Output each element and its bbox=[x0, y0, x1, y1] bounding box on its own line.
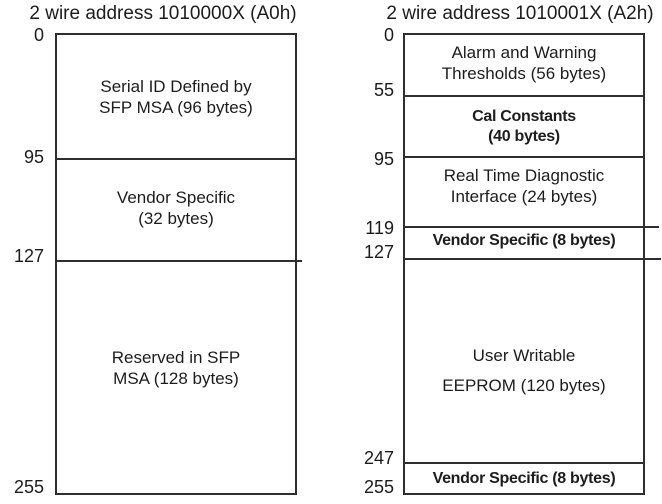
right-addr-label-255: 255 bbox=[363, 477, 394, 497]
right-addr-label-127: 127 bbox=[363, 242, 394, 262]
right-segment-user-writable-eeprom-label: User Writable EEPROM (120 bytes) bbox=[442, 346, 606, 395]
right-divider-line-247 bbox=[404, 462, 644, 464]
right-addr-label-119: 119 bbox=[365, 218, 394, 238]
left-segment-serial-id: Serial ID Defined by SFP MSA (96 bytes) bbox=[57, 35, 295, 158]
right-divider-line-55 bbox=[404, 95, 644, 97]
right-segment-cal-constants: Cal Constants (40 bytes) bbox=[405, 97, 643, 156]
right-segment-real-time-diagnostic: Real Time Diagnostic Interface (24 bytes… bbox=[405, 158, 643, 226]
right-addr-label-95: 95 bbox=[373, 149, 394, 169]
left-segment-reserved-label: Reserved in SFP MSA (128 bytes) bbox=[111, 347, 241, 388]
left-segment-serial-id-label: Serial ID Defined by SFP MSA (96 bytes) bbox=[99, 76, 253, 117]
right-divider-line-119 bbox=[404, 226, 659, 228]
right-divider-line-127 bbox=[404, 258, 661, 260]
right-segment-alarm-warning-thresholds-label: Alarm and Warning Thresholds (56 bytes) bbox=[441, 43, 607, 83]
left-segment-vendor-specific-label: Vendor Specific (32 bytes) bbox=[116, 187, 236, 228]
right-segment-vendor-specific-lower-label: Vendor Specific (8 bytes) bbox=[432, 469, 616, 487]
right-segment-user-writable-eeprom: User Writable EEPROM (120 bytes) bbox=[405, 260, 643, 462]
left-segment-vendor-specific: Vendor Specific (32 bytes) bbox=[57, 160, 295, 260]
left-divider-line-127 bbox=[56, 260, 302, 262]
right-segment-alarm-warning-thresholds: Alarm and Warning Thresholds (56 bytes) bbox=[405, 35, 643, 95]
left-divider-line-95 bbox=[56, 158, 296, 160]
right-addr-label-247: 247 bbox=[363, 448, 394, 468]
left-segment-reserved: Reserved in SFP MSA (128 bytes) bbox=[57, 262, 295, 493]
left-addr-label-95: 95 bbox=[23, 147, 44, 167]
left-memory-map-box bbox=[55, 33, 297, 495]
right-addr-label-55: 55 bbox=[373, 80, 394, 100]
right-segment-real-time-diagnostic-label: Real Time Diagnostic Interface (24 bytes… bbox=[443, 166, 605, 206]
right-diagram-title: 2 wire address 1010001X (A2h) bbox=[386, 3, 654, 24]
left-addr-label-0: 0 bbox=[33, 25, 44, 45]
right-segment-vendor-specific-lower: Vendor Specific (8 bytes) bbox=[405, 464, 643, 493]
right-segment-vendor-specific-upper-label: Vendor Specific (8 bytes) bbox=[432, 231, 616, 249]
right-divider-line-95 bbox=[404, 156, 644, 158]
left-addr-label-255: 255 bbox=[13, 477, 44, 497]
right-segment-cal-constants-label: Cal Constants (40 bytes) bbox=[472, 107, 576, 145]
right-addr-label-0: 0 bbox=[383, 25, 394, 45]
left-diagram-title: 2 wire address 1010000X (A0h) bbox=[29, 3, 297, 24]
left-addr-label-127: 127 bbox=[13, 246, 44, 266]
right-memory-map-box bbox=[403, 33, 645, 495]
right-segment-vendor-specific-upper: Vendor Specific (8 bytes) bbox=[405, 228, 643, 258]
